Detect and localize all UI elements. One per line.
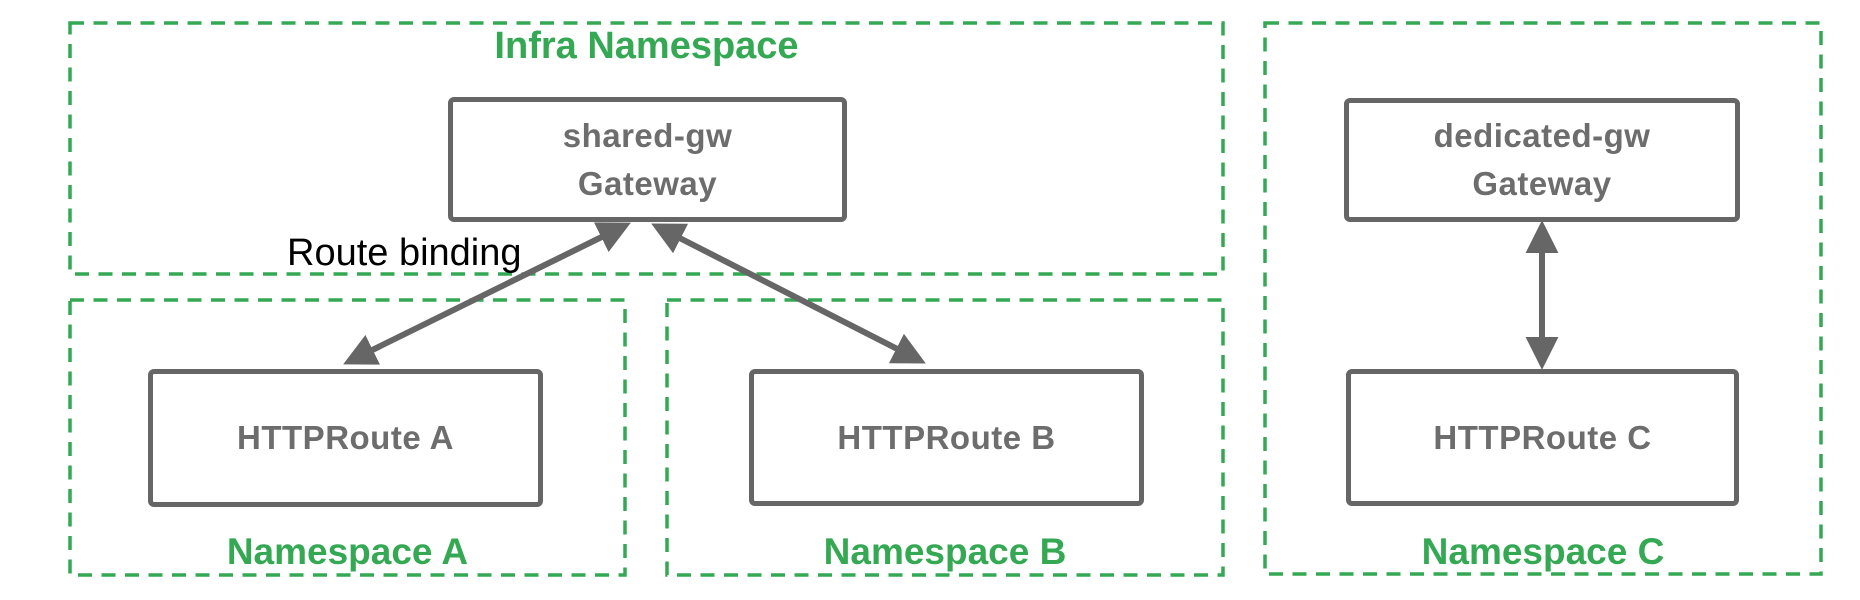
node-httproute-a: HTTPRoute A <box>148 369 543 507</box>
dedicated-gw-kind: Gateway <box>1472 165 1612 202</box>
namespace-c-label: Namespace C <box>1421 531 1665 572</box>
httproute-c-label: HTTPRoute C <box>1433 418 1652 456</box>
namespace-a-label: Namespace A <box>226 531 469 572</box>
node-httproute-c: HTTPRoute C <box>1346 369 1739 506</box>
infra-namespace-label: Infra Namespace <box>494 25 799 67</box>
namespace-b-border <box>665 298 1225 577</box>
infra-namespace-border <box>68 21 1225 276</box>
httproute-a-label: HTTPRoute A <box>237 419 454 457</box>
node-httproute-b: HTTPRoute B <box>749 369 1144 506</box>
arrow-route-a-shared-gw <box>343 222 631 365</box>
namespace-a-border <box>68 298 627 577</box>
namespace-c-border <box>1263 21 1823 576</box>
shared-gw-kind: Gateway <box>577 164 718 202</box>
shared-gw-name: shared-gw <box>562 116 733 154</box>
node-shared-gw-gateway: shared-gw Gateway <box>448 97 847 222</box>
dedicated-gw-name: dedicated-gw <box>1433 117 1651 155</box>
route-binding-label: Route binding <box>287 232 522 274</box>
node-dedicated-gw-gateway: dedicated-gw Gateway <box>1344 98 1740 222</box>
httproute-b-label: HTTPRoute B <box>837 418 1056 456</box>
arrow-route-b-shared-gw <box>651 223 926 364</box>
namespace-b-label: Namespace B <box>823 531 1067 572</box>
